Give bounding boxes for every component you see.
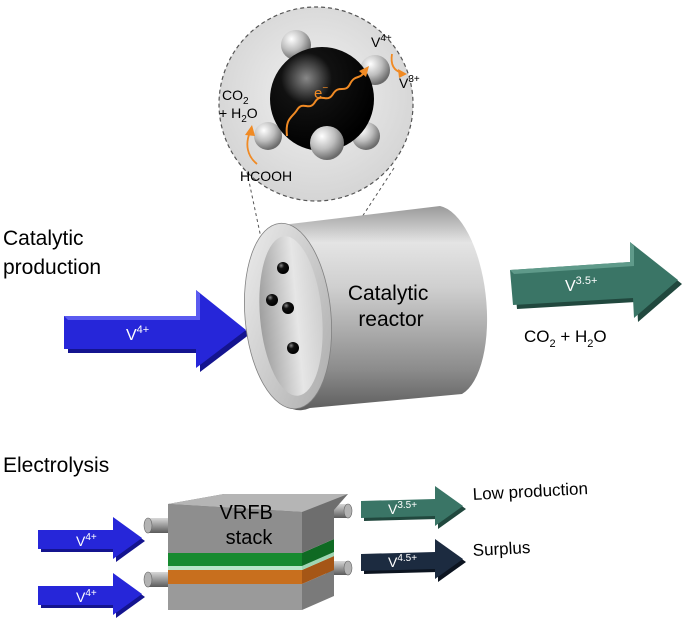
- electron-arrowhead: [359, 66, 369, 77]
- h2o-zoom-label: + H2O: [219, 105, 258, 125]
- v3p5-output-arrow: V3.5+: [510, 242, 682, 322]
- zoom-inset: e− V4+ V3+ CO2 + H2O HCOOH: [218, 6, 420, 319]
- catalyst-black-sphere: [270, 47, 374, 151]
- v4p5-surplus-label: V4.5+: [388, 553, 417, 570]
- v3p5-low-production-label: V3.5+: [388, 500, 417, 517]
- v4-input-arrow: V4+: [64, 290, 250, 372]
- hcooh-oxidation-arrowhead: [245, 125, 255, 136]
- hcooh-label: HCOOH: [240, 168, 292, 184]
- reactor-particle-2: [266, 294, 278, 306]
- reactor-label: Catalytic reactor: [348, 282, 434, 331]
- reactor-particle-1: [277, 262, 289, 274]
- co2-h2o-byproduct-label: CO2 + H2O: [524, 327, 607, 350]
- v4-input-top-label: V4+: [76, 532, 97, 549]
- reactor-particle-4: [287, 342, 299, 354]
- v4-input-label: V4+: [126, 324, 149, 344]
- v4-zoom-label: V4+: [371, 33, 392, 50]
- co2-zoom-label: CO2: [222, 87, 249, 107]
- particle-white-front: [310, 126, 344, 160]
- v4-input-arrow-bottom: V4+: [38, 573, 145, 618]
- v4-input-bottom-label: V4+: [76, 588, 97, 605]
- v3p5-low-production-arrow: V3.5+: [361, 486, 466, 529]
- catalytic-reactor: Catalytic reactor: [244, 206, 488, 411]
- v-reduction-arrowhead: [398, 69, 407, 78]
- reactor-particle-3: [282, 302, 294, 314]
- reactor-opening: [259, 236, 323, 396]
- vrfb-stack-label: VRFB stack: [220, 502, 279, 549]
- electron-path: [285, 71, 365, 137]
- v4p5-surplus-arrow: V4.5+: [361, 539, 466, 582]
- electrolysis-section-label: Electrolysis: [3, 454, 109, 477]
- catalytic-section-label: Catalytic production: [3, 227, 101, 279]
- electron-label: e−: [314, 83, 328, 102]
- v3-zoom-label: V3+: [399, 74, 420, 91]
- surplus-label: Surplus: [472, 538, 531, 560]
- v3p5-output-label: V3.5+: [565, 275, 597, 295]
- low-production-label: Low production: [472, 479, 588, 504]
- particle-white-left: [254, 122, 282, 150]
- v4-input-arrow-top: V4+: [38, 517, 145, 562]
- vrfb-stack: VRFB stack: [168, 494, 348, 610]
